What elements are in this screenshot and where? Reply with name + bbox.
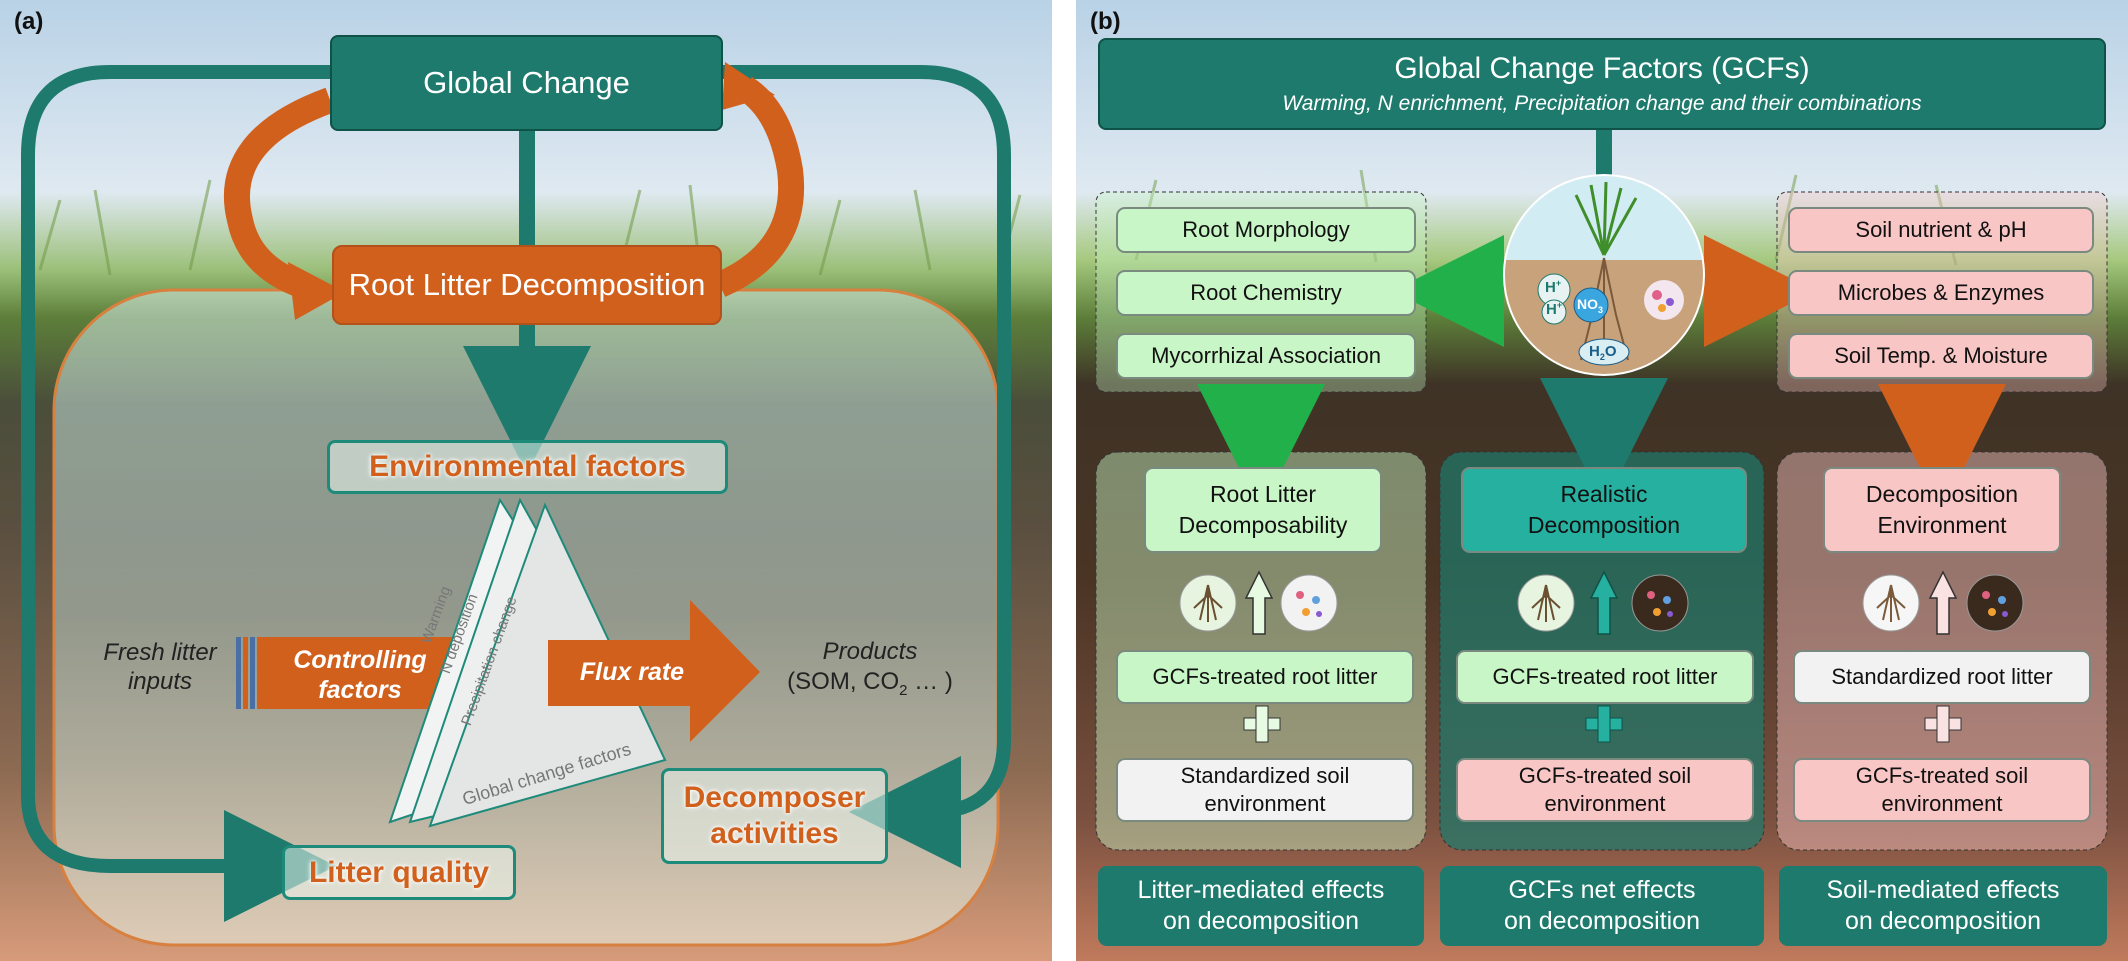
h2o-o: O <box>1604 343 1617 360</box>
col1-soil-box: Standardized soil environment <box>1116 758 1414 822</box>
h2o-symbol: H2O <box>1589 343 1617 362</box>
h2-text: H <box>1546 301 1557 318</box>
products-co2-subscript: 2 <box>899 681 908 699</box>
microbes-enzymes-box: Microbes & Enzymes <box>1788 270 2094 316</box>
products-label: Products (SOM, CO2 … ) <box>770 637 970 706</box>
products-tail-text: … ) <box>907 668 953 695</box>
column-1-icons <box>1179 570 1338 635</box>
col1-top-line-1: Root Litter <box>1209 481 1317 507</box>
effect2-line-1: GCFs net effects <box>1508 876 1696 904</box>
root-litter-decomposition-box: Root Litter Decomposition <box>332 245 722 325</box>
effect1-line-1: Litter-mediated effects <box>1137 876 1385 904</box>
global-change-box: Global Change <box>330 35 723 131</box>
litter-mediated-effects-box: Litter-mediated effects on decomposition <box>1098 866 1424 946</box>
h2o-h: H <box>1589 343 1600 360</box>
gcfs-subtitle: Warming, N enrichment, Precipitation cha… <box>1282 92 1922 115</box>
h-plus-2: H+ <box>1546 300 1563 318</box>
plus-signs <box>1243 705 1962 743</box>
decomposer-line-2: activities <box>710 817 839 850</box>
col1-soil-line-2: environment <box>1204 791 1326 816</box>
col2-top-line-1: Realistic <box>1560 481 1648 507</box>
controlling-factors-label: Controlling factors <box>270 645 450 705</box>
decomposition-environment-box: Decomposition Environment <box>1823 467 2061 553</box>
col3-litter-box: Standardized root litter <box>1793 650 2091 704</box>
environmental-factors-box: Environmental factors <box>327 440 728 494</box>
panel-b-label: (b) <box>1090 8 1121 35</box>
decomposer-activities-box: Decomposer activities <box>661 768 888 864</box>
root-morphology-box: Root Morphology <box>1116 207 1416 253</box>
effect3-line-2: on decomposition <box>1845 907 2041 935</box>
controlling-line-2: factors <box>318 676 402 704</box>
h2o-subscript: 2 <box>1599 352 1605 362</box>
gcfs-net-effects-box: GCFs net effects on decomposition <box>1440 866 1764 946</box>
col3-soil-line-2: environment <box>1881 791 2003 816</box>
no3-subscript: 3 <box>1598 304 1604 315</box>
col2-soil-line-2: environment <box>1544 791 1666 816</box>
effect1-line-2: on decomposition <box>1163 907 1359 935</box>
col3-soil-box: GCFs-treated soil environment <box>1793 758 2091 822</box>
col3-top-line-2: Environment <box>1877 512 2007 538</box>
litter-quality-box: Litter quality <box>282 845 516 900</box>
products-line-1: Products <box>822 638 918 665</box>
column-2-icons <box>1517 570 1689 635</box>
effect3-line-1: Soil-mediated effects <box>1826 876 2060 904</box>
no3-text: NO <box>1577 296 1598 312</box>
products-som-text: (SOM, CO <box>787 668 900 695</box>
col1-top-line-2: Decomposability <box>1178 512 1348 538</box>
soil-temp-moisture-box: Soil Temp. & Moisture <box>1788 333 2094 379</box>
products-line-2: (SOM, CO2 … ) <box>770 667 970 706</box>
h1-text: H <box>1545 279 1556 296</box>
decomposer-line-1: Decomposer <box>683 781 866 814</box>
col2-soil-line-1: GCFs-treated soil <box>1518 763 1692 788</box>
col3-top-line-1: Decomposition <box>1865 481 2019 507</box>
col1-soil-line-1: Standardized soil <box>1180 763 1350 788</box>
h-plus-1: H+ <box>1545 278 1562 296</box>
root-chemistry-box: Root Chemistry <box>1116 270 1416 316</box>
soil-mediated-effects-box: Soil-mediated effects on decomposition <box>1779 866 2107 946</box>
panel-a-label: (a) <box>14 8 44 35</box>
effect2-line-2: on decomposition <box>1504 907 1700 935</box>
root-litter-decomposability-box: Root Litter Decomposability <box>1144 467 1382 553</box>
soil-nutrient-box: Soil nutrient & pH <box>1788 207 2094 253</box>
controlling-line-1: Controlling <box>293 646 427 674</box>
fresh-litter-inputs-label: Fresh litter inputs <box>90 638 230 696</box>
flux-rate-label: Flux rate <box>579 658 685 686</box>
mycorrhizal-association-box: Mycorrhizal Association <box>1116 333 1416 379</box>
no3-symbol: NO3 <box>1577 296 1603 315</box>
col3-soil-line-1: GCFs-treated soil <box>1855 763 2029 788</box>
col1-litter-box: GCFs-treated root litter <box>1116 650 1414 704</box>
panel-b: (b) Global Change Factors (GCFs) Warming… <box>1076 0 2128 961</box>
fresh-litter-line-1: Fresh litter <box>103 639 217 666</box>
realistic-decomposition-box: Realistic Decomposition <box>1461 467 1747 553</box>
col2-top-line-2: Decomposition <box>1527 512 1681 538</box>
col2-litter-box: GCFs-treated root litter <box>1456 650 1754 704</box>
gcfs-header-box: Global Change Factors (GCFs) Warming, N … <box>1098 38 2106 130</box>
col2-soil-box: GCFs-treated soil environment <box>1456 758 1754 822</box>
panel-a: (a) Global Change Root Litter Decomposit… <box>0 0 1052 961</box>
column-3-icons <box>1862 570 2024 635</box>
fresh-litter-line-2: inputs <box>127 668 193 695</box>
gcfs-title: Global Change Factors (GCFs) <box>1394 52 1810 85</box>
